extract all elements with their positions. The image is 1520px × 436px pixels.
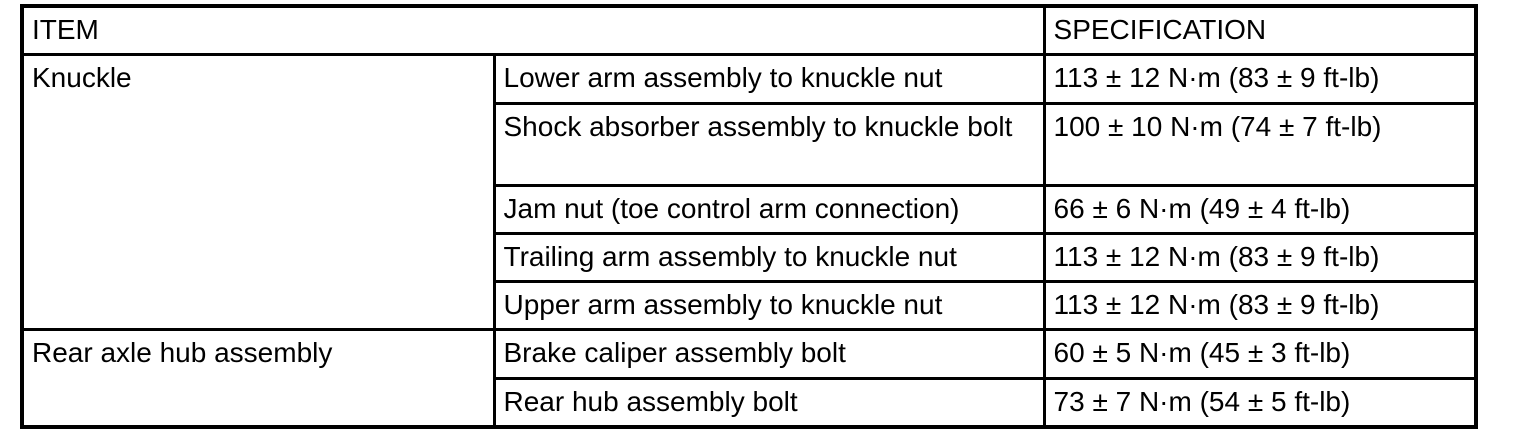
item-name: Brake caliper assembly bolt	[492, 328, 1046, 380]
item-name: Lower arm assembly to knuckle nut	[492, 53, 1046, 105]
table-row: Trailing arm assembly to knuckle nut 113…	[22, 231, 1478, 284]
item-name: Rear hub assembly bolt	[492, 376, 1046, 429]
item-name: Shock absorber assembly to knuckle bolt	[492, 101, 1046, 187]
table-header: ITEM SPECIFICATION	[20, 4, 1478, 57]
group-label-rear-axle-hub-assembly: Rear axle hub assembly	[20, 328, 496, 429]
column-header-specification: SPECIFICATION	[1042, 4, 1478, 57]
column-header-item: ITEM	[20, 4, 1046, 57]
table-row: Rear hub assembly bolt 73 ± 7 N·m (54 ± …	[22, 376, 1478, 429]
table-row: Knuckle Lower arm assembly to knuckle nu…	[20, 53, 1478, 332]
group-label-knuckle: Knuckle	[20, 53, 496, 332]
table-row: Upper arm assembly to knuckle nut 113 ± …	[22, 280, 1478, 332]
item-specification: 66 ± 6 N·m (49 ± 4 ft-lb)	[1042, 183, 1478, 235]
item-specification: 60 ± 5 N·m (45 ± 3 ft-lb)	[1042, 328, 1478, 380]
item-name: Upper arm assembly to knuckle nut	[492, 280, 1046, 332]
table-row: Shock absorber assembly to knuckle bolt …	[22, 101, 1478, 187]
item-specification: 113 ± 12 N·m (83 ± 9 ft-lb)	[1042, 280, 1478, 332]
item-specification: 113 ± 12 N·m (83 ± 9 ft-lb)	[1042, 53, 1478, 105]
item-name: Trailing arm assembly to knuckle nut	[492, 231, 1046, 284]
item-name: Jam nut (toe control arm connection)	[492, 183, 1046, 235]
torque-specification-table: ITEM SPECIFICATION Knuckle Lower arm ass…	[20, 4, 1479, 429]
item-specification: 73 ± 7 N·m (54 ± 5 ft-lb)	[1042, 376, 1478, 429]
table-row: Jam nut (toe control arm connection) 66 …	[22, 183, 1478, 235]
item-specification: 113 ± 12 N·m (83 ± 9 ft-lb)	[1042, 231, 1478, 284]
table-header-row: ITEM SPECIFICATION	[20, 4, 1478, 57]
item-specification: 100 ± 10 N·m (74 ± 7 ft-lb)	[1042, 101, 1478, 187]
table-row: Rear axle hub assembly Brake caliper ass…	[20, 328, 1478, 429]
table-body: Knuckle Lower arm assembly to knuckle nu…	[20, 53, 1478, 429]
